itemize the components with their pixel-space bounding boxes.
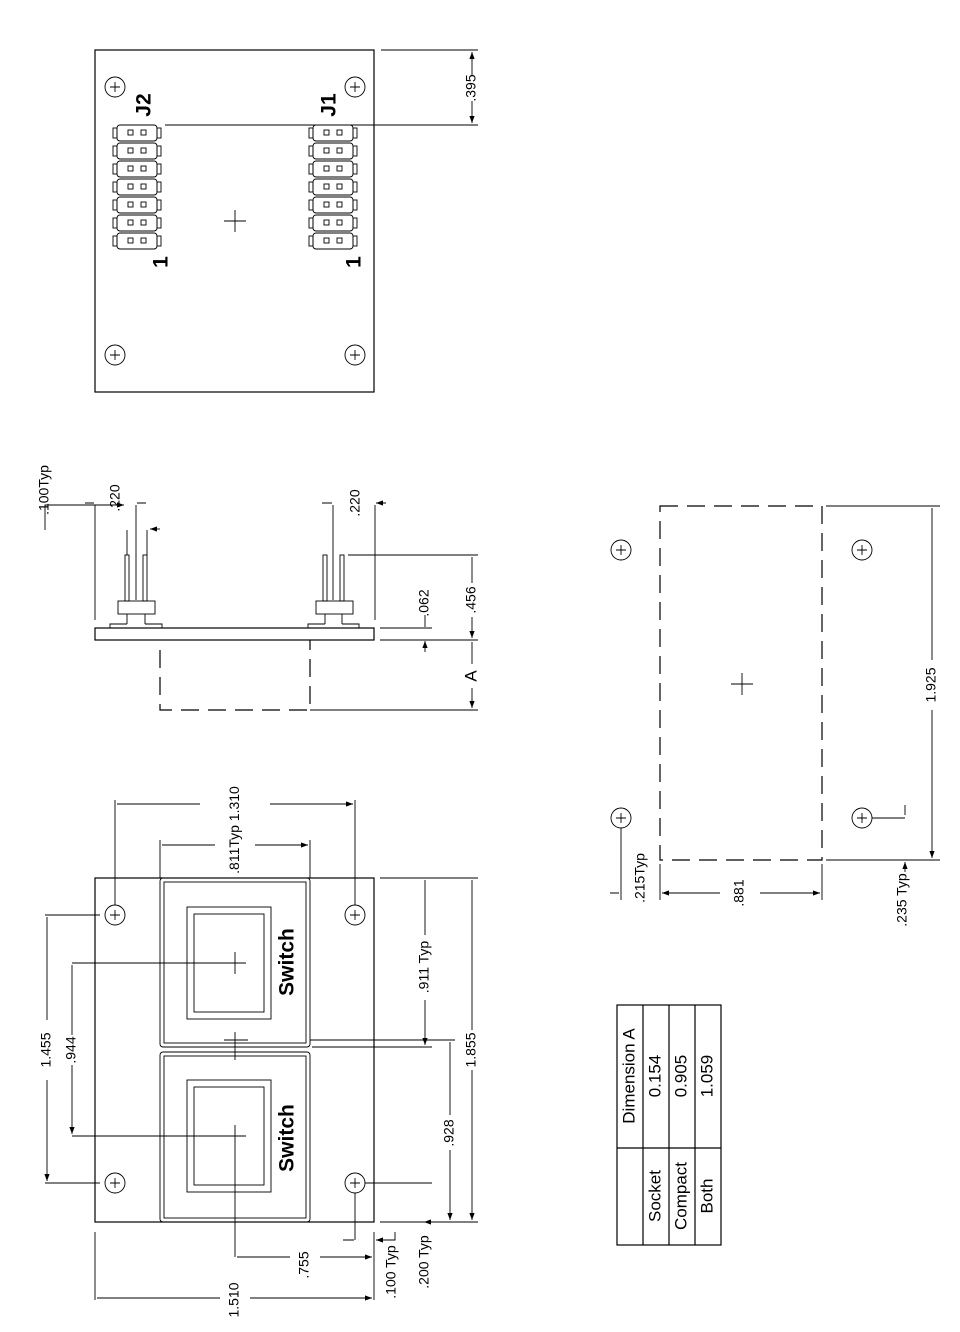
mounting-hole — [104, 904, 126, 926]
connector-j1 — [308, 124, 358, 250]
dimension-table: Dimension A 0.154 0.905 1.059 Socket Com… — [616, 1004, 722, 1246]
mounting-hole — [344, 904, 366, 926]
mounting-hole — [344, 76, 366, 98]
mounting-hole — [344, 344, 366, 366]
dim-100-typ: .100Typ — [36, 465, 52, 515]
center-mark — [224, 210, 246, 232]
side-view: .100Typ .220 .220 .062 .456 A — [36, 465, 480, 711]
dim-062: .062 — [416, 589, 432, 616]
footprint-outline-dashed — [659, 505, 823, 861]
dim-a: A — [461, 670, 480, 682]
mounting-hole — [104, 1172, 126, 1194]
table-value-socket: 0.154 — [645, 1055, 664, 1098]
switch-outline-dashed — [159, 640, 311, 711]
table-value-both: 1.059 — [697, 1055, 716, 1098]
dim-881: .881 — [731, 879, 747, 906]
bottom-view: Switch Switch .811Typ 1.310 1.455 .944 .… — [38, 786, 479, 1318]
dim-395: .395 — [463, 74, 479, 101]
dim-215-typ: .215Typ — [632, 853, 648, 903]
top-view: J2 J1 1 1 .395 — [94, 49, 479, 393]
mounting-hole — [610, 807, 632, 829]
dim-928: .928 — [441, 1119, 457, 1146]
board-outline — [94, 877, 375, 1223]
table-label-socket: Socket — [645, 1170, 664, 1222]
header-right — [307, 554, 360, 628]
dim-200-typ: .200 Typ — [416, 1235, 432, 1289]
mounting-hole — [851, 807, 873, 829]
dim-235-typ: .235 Typ — [894, 873, 910, 927]
mounting-hole — [851, 539, 873, 561]
j1-label: J1 — [318, 93, 341, 117]
table-label-both: Both — [697, 1179, 716, 1214]
mounting-hole — [104, 76, 126, 98]
dim-1925: 1.925 — [923, 667, 939, 702]
dim-100-typ-bottom: .100 Typ — [383, 1245, 399, 1299]
board-outline — [94, 49, 375, 393]
switch-label-top: Switch — [276, 928, 299, 996]
dim-456: .456 — [463, 586, 479, 613]
dim-911: .911 Typ — [416, 941, 432, 994]
dim-220-left: .220 — [107, 484, 123, 511]
dim-1310: 1.310 — [226, 786, 242, 821]
dim-1455: 1.455 — [38, 1032, 54, 1067]
pin1-label-j2: 1 — [150, 256, 173, 268]
table-header: Dimension A — [619, 1028, 638, 1124]
connector-j2 — [112, 124, 162, 250]
dim-755: .755 — [296, 1251, 312, 1278]
table-label-compact: Compact — [671, 1162, 690, 1230]
dim-1310-811: .811Typ 1.310 — [226, 786, 242, 874]
dim-1855: 1.855 — [463, 1032, 479, 1067]
footprint-view: 1.925 .881 .215Typ .235 Typ — [610, 505, 940, 927]
dim-944: .944 — [63, 1036, 79, 1063]
dim-811: .811Typ — [226, 825, 242, 874]
pin1-label-j1: 1 — [343, 256, 366, 268]
j2-label: J2 — [133, 93, 156, 116]
switch-label-bottom: Switch — [276, 1104, 299, 1172]
mounting-hole — [610, 539, 632, 561]
mounting-hole — [104, 344, 126, 366]
dim-220-right: .220 — [347, 489, 363, 516]
board-edge — [94, 627, 375, 641]
table-value-compact: 0.905 — [671, 1055, 690, 1098]
mounting-hole — [344, 1172, 366, 1194]
dim-1510: 1.510 — [226, 1282, 242, 1317]
